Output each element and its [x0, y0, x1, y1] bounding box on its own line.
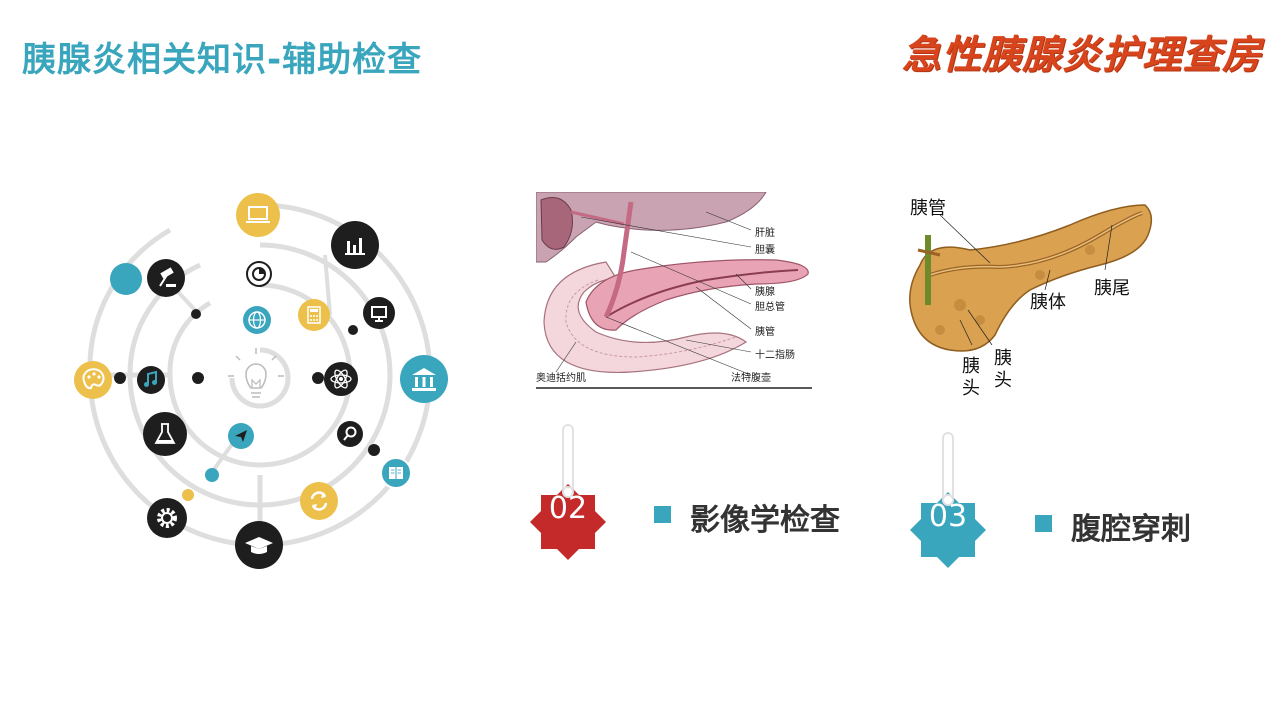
bank-icon — [400, 355, 448, 403]
slide-title: 胰腺炎相关知识-辅助检查 — [22, 40, 423, 80]
pie-chart-icon — [246, 261, 272, 287]
label-duct: 胰管 — [910, 198, 946, 219]
flask-icon — [143, 412, 187, 456]
label-tail: 胰尾 — [1094, 278, 1130, 299]
book-icon — [380, 457, 412, 489]
pancreas-realistic-image — [900, 195, 1156, 360]
monitor-icon — [363, 297, 395, 329]
atom-icon — [324, 362, 358, 396]
brand-title: 急性胰腺炎护理查房 — [901, 33, 1262, 78]
globe-icon — [243, 306, 271, 334]
paper-plane-icon — [228, 423, 254, 449]
item-03-label: 腹腔穿刺 — [1071, 512, 1191, 547]
label-sphincter: 奥迪括约肌 — [536, 373, 586, 384]
item-03-bullet — [1035, 515, 1052, 532]
gear-icon — [147, 498, 187, 538]
item-02-bullet — [654, 506, 671, 523]
music-icon — [137, 366, 165, 394]
gavel-icon — [147, 259, 185, 297]
magnifier-icon — [337, 421, 363, 447]
label-common-bile-duct: 胆总管 — [755, 302, 785, 313]
item-03-badge — [910, 492, 986, 568]
item-02-badge — [530, 484, 606, 560]
refresh-icon — [300, 482, 338, 520]
label-head-1: 胰头 — [962, 356, 980, 399]
bar-chart-icon — [331, 221, 379, 269]
label-gallbladder: 胆囊 — [755, 245, 775, 256]
laptop-icon — [236, 193, 280, 237]
label-pancreatic-duct: 胰管 — [755, 327, 775, 338]
label-pancreas: 胰腺 — [755, 287, 775, 298]
item-02-number: 02 — [548, 491, 588, 526]
pancreas-anatomy-diagram — [535, 191, 812, 390]
label-ampulla: 法特腹壶 — [731, 373, 771, 384]
item-02-label: 影像学检查 — [690, 503, 840, 538]
palette-icon — [74, 361, 112, 399]
label-head-2: 胰头 — [994, 348, 1012, 391]
lightbulb-icon — [224, 346, 288, 412]
label-duodenum: 十二指肠 — [755, 350, 795, 361]
graduation-cap-icon — [235, 521, 283, 569]
calculator-icon — [298, 299, 330, 331]
item-03-number: 03 — [928, 499, 968, 534]
label-body: 胰体 — [1030, 292, 1066, 313]
label-liver: 肝脏 — [755, 228, 775, 239]
